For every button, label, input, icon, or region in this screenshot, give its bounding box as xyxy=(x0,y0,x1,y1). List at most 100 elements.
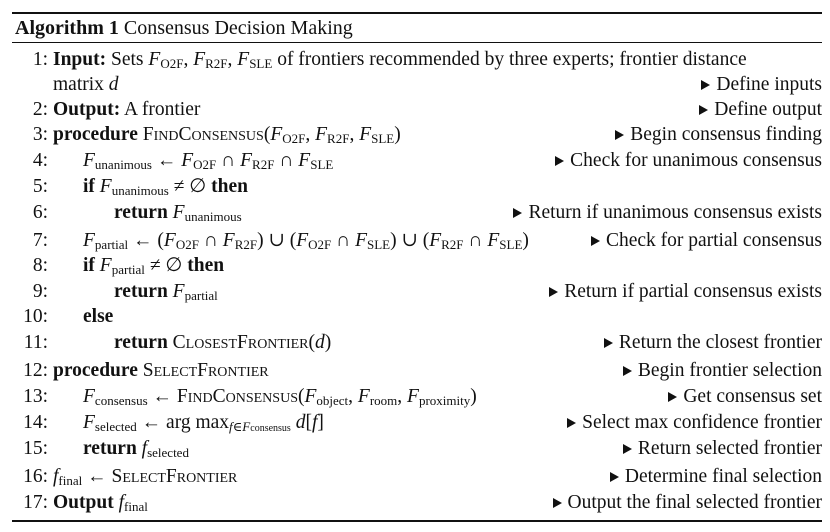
line-comment: Define inputs xyxy=(701,72,822,98)
line-5: 5: if Funanimous ≠ ∅ then xyxy=(12,174,822,200)
comment-triangle-icon xyxy=(567,418,577,428)
line-12: 12: procedure SelectFrontier Begin front… xyxy=(12,358,822,384)
algorithm-title: Consensus Decision Making xyxy=(123,17,353,39)
line-code: Funanimous ← FO2F ∩ FR2F ∩ FSLE xyxy=(83,150,334,172)
line-number: 13: xyxy=(23,386,48,407)
line-4: 4: Funanimous ← FO2F ∩ FR2F ∩ FSLE Check… xyxy=(12,148,822,174)
line-number: 3: xyxy=(32,124,48,145)
keyword: return xyxy=(83,438,137,459)
line-code: if Funanimous ≠ ∅ then xyxy=(83,176,248,198)
line-comment: Output the final selected frontier xyxy=(552,490,822,516)
comment-triangle-icon xyxy=(615,130,625,140)
keyword: Output xyxy=(53,492,114,513)
line-comment: Begin consensus finding xyxy=(615,122,822,148)
line-code: procedure SelectFrontier xyxy=(53,360,269,381)
line-comment: Check for partial consensus xyxy=(590,228,822,254)
line-code: return Fpartial xyxy=(114,281,218,303)
line-17: 17: Output ffinal Output the final selec… xyxy=(12,490,822,516)
line-11: 11: return ClosestFrontier(d) Return the… xyxy=(12,330,822,356)
line-comment: Check for unanimous consensus xyxy=(555,148,822,174)
line-15: 15: return fselected Return selected fro… xyxy=(12,436,822,462)
line-number: 7: xyxy=(32,230,48,251)
line-code: if Fpartial ≠ ∅ then xyxy=(83,255,225,277)
line-9: 9: return Fpartial Return if partial con… xyxy=(12,279,822,305)
keyword: return xyxy=(114,202,168,223)
line-comment: Define output xyxy=(699,97,822,123)
line-number: 4: xyxy=(32,150,48,171)
keyword: Output: xyxy=(53,99,121,120)
line-number: 10: xyxy=(23,306,48,327)
line-1: 1: Input: Sets FO2F, FR2F, FSLE of front… xyxy=(12,47,822,73)
keyword: procedure xyxy=(53,124,138,145)
line-code: procedure FindConsensus(FO2F, FR2F, FSLE… xyxy=(53,124,401,146)
line-code: return Funanimous xyxy=(114,202,242,224)
line-number: 6: xyxy=(32,202,48,223)
line-number: 15: xyxy=(23,438,48,459)
comment-triangle-icon xyxy=(701,80,711,90)
line-number: 8: xyxy=(32,255,48,276)
line-code: Output ffinal xyxy=(53,492,148,514)
comment-triangle-icon xyxy=(513,208,523,218)
line-comment: Select max confidence frontier xyxy=(567,410,822,436)
algorithm-label: Algorithm 1 xyxy=(15,17,119,39)
comment-triangle-icon xyxy=(552,498,562,508)
line-comment: Return selected frontier xyxy=(622,436,822,462)
algorithm-caption: Algorithm 1 Consensus Decision Making xyxy=(12,14,822,42)
line-number: 12: xyxy=(23,360,48,381)
comment-triangle-icon xyxy=(590,236,600,246)
comment-triangle-icon xyxy=(549,287,559,297)
line-7: 7: Fpartial ← (FO2F ∩ FR2F) ∪ (FO2F ∩ FS… xyxy=(12,228,822,254)
line-number: 5: xyxy=(32,176,48,197)
keyword: else xyxy=(83,306,114,327)
comment-triangle-icon xyxy=(555,156,565,166)
line-code: Input: Sets FO2F, FR2F, FSLE of frontier… xyxy=(53,49,747,71)
line-code: return ClosestFrontier(d) xyxy=(114,332,332,353)
line-6: 6: return Funanimous Return if unanimous… xyxy=(12,200,822,226)
comment-triangle-icon xyxy=(622,366,632,376)
line-number: 2: xyxy=(32,99,48,120)
line-comment: Get consensus set xyxy=(668,384,822,410)
line-number: 11: xyxy=(23,332,48,353)
line-comment: Begin frontier selection xyxy=(622,358,822,384)
line-code: matrix d xyxy=(53,74,119,95)
line-14: 14: Fselected ← arg maxf∈Fconsensus d[f]… xyxy=(12,410,822,436)
line-number: 17: xyxy=(23,492,48,513)
caption-rule xyxy=(12,42,822,43)
line-1-cont: matrix d Define inputs xyxy=(12,72,822,98)
comment-triangle-icon xyxy=(603,338,613,348)
line-code: Fconsensus ← FindConsensus(Fobject, Froo… xyxy=(83,386,477,408)
comment-triangle-icon xyxy=(609,472,619,482)
line-8: 8: if Fpartial ≠ ∅ then xyxy=(12,253,822,279)
line-comment: Return if partial consensus exists xyxy=(549,279,822,305)
keyword: procedure xyxy=(53,360,138,381)
keyword: if xyxy=(83,255,95,276)
keyword: if xyxy=(83,176,95,197)
line-code: Fselected ← arg maxf∈Fconsensus d[f] xyxy=(83,412,324,434)
keyword: return xyxy=(114,332,168,353)
comment-triangle-icon xyxy=(668,392,678,402)
line-code: return fselected xyxy=(83,438,189,460)
keyword: return xyxy=(114,281,168,302)
algorithm-block: Algorithm 1 Consensus Decision Making xyxy=(12,12,822,43)
line-number: 16: xyxy=(23,466,48,487)
line-number: 9: xyxy=(32,281,48,302)
line-2: 2: Output: A frontier Define output xyxy=(12,97,822,123)
line-comment: Determine final selection xyxy=(609,464,822,490)
line-comment: Return if unanimous consensus exists xyxy=(513,200,822,226)
line-code: else xyxy=(83,304,113,330)
comment-triangle-icon xyxy=(699,105,709,115)
line-number: 14: xyxy=(23,412,48,433)
line-16: 16: ffinal ← SelectFrontier Determine fi… xyxy=(12,464,822,490)
line-code: Fpartial ← (FO2F ∩ FR2F) ∪ (FO2F ∩ FSLE)… xyxy=(83,230,529,252)
line-13: 13: Fconsensus ← FindConsensus(Fobject, … xyxy=(12,384,822,410)
keyword: Input: xyxy=(53,49,107,70)
line-code: Output: A frontier xyxy=(53,99,201,120)
line-10: 10: else xyxy=(12,304,822,330)
comment-triangle-icon xyxy=(622,444,632,454)
top-rule xyxy=(12,12,822,14)
line-comment: Return the closest frontier xyxy=(603,330,822,356)
line-code: ffinal ← SelectFrontier xyxy=(53,466,238,488)
line-3: 3: procedure FindConsensus(FO2F, FR2F, F… xyxy=(12,122,822,148)
bottom-rule xyxy=(12,520,822,522)
line-number: 1: xyxy=(32,49,48,70)
